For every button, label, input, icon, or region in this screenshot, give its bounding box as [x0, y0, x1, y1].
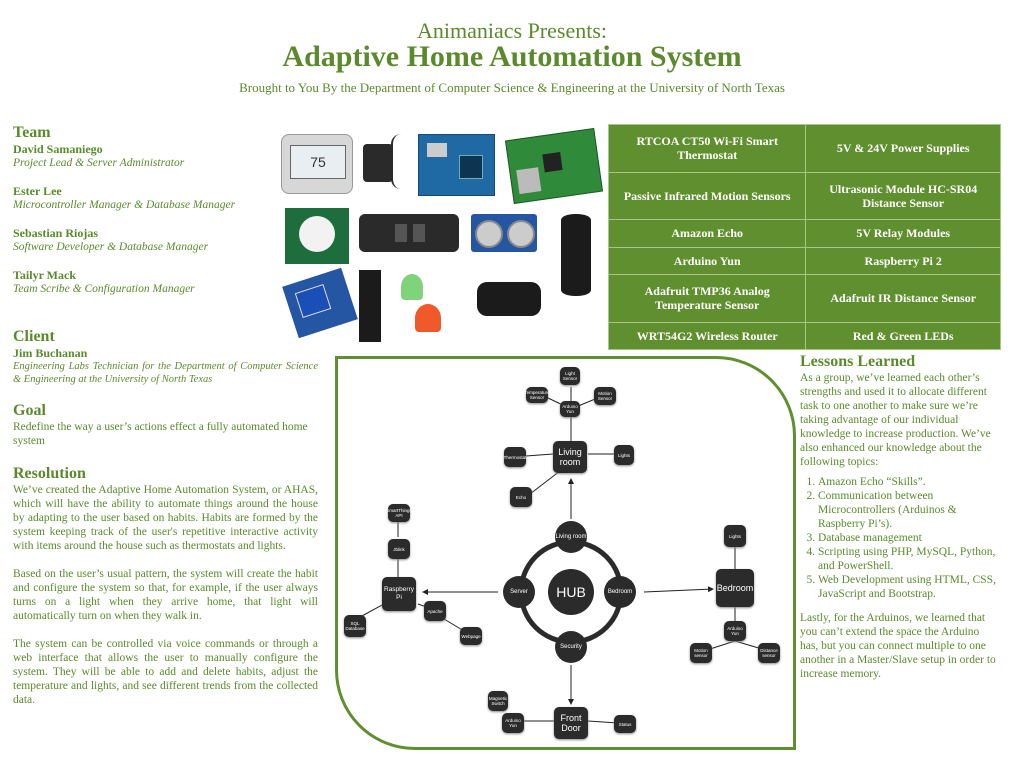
temperature-sensor-node: Temperature Sensor — [524, 387, 550, 403]
lessons-outro: Lastly, for the Arduinos, we learned tha… — [800, 612, 996, 680]
component-cell: Passive Infrared Motion Sensors — [607, 171, 807, 221]
green-led-image — [401, 274, 423, 300]
temperature-sensor-image — [359, 270, 381, 342]
goal-section: Goal Redefine the way a user’s actions e… — [13, 402, 318, 448]
relay-module-image — [282, 267, 358, 339]
hub-node: HUB — [548, 569, 594, 615]
team-member-role: Microcontroller Manager & Database Manag… — [13, 199, 236, 211]
front-door-arduino-node: Arduino Yun — [502, 713, 524, 733]
red-led-image — [415, 304, 441, 332]
list-item: Web Development using HTML, CSS, JavaScr… — [818, 573, 1000, 601]
motion-sensor-node: Motion sensor — [690, 643, 712, 663]
lessons-section: Lessons Learned As a group, we’ve learne… — [800, 353, 1000, 681]
ring-node-living-room: Living room — [555, 521, 587, 553]
team-member-name: David Samaniego — [13, 142, 103, 156]
thermostat-node: Thermostat — [504, 447, 526, 467]
team-heading: Team — [13, 124, 51, 141]
team-member-name: Sebastian Riojas — [13, 226, 99, 240]
lessons-list: Amazon Echo “Skills”. Communication betw… — [800, 475, 1000, 601]
component-cell: Adafruit TMP36 Analog Temperature Sensor — [607, 273, 807, 323]
light-sensor-node: Light Sensor — [560, 367, 580, 385]
ir-distance-sensor-image — [359, 214, 459, 252]
arduino-yun-node: Arduino Yun — [560, 401, 580, 417]
table-row: Passive Infrared Motion Sensors Ultrason… — [607, 171, 1001, 221]
resolution-section: Resolution We’ve created the Adaptive Ho… — [13, 465, 318, 707]
component-cell: WRT54G2 Wireless Router — [607, 321, 807, 351]
motion-sensor-image — [285, 208, 349, 264]
webpage-node: Webpage — [460, 627, 482, 645]
team-section: Team David Samaniego Project Lead & Serv… — [13, 124, 273, 310]
power-supply-image — [363, 144, 393, 182]
component-cell: Amazon Echo — [607, 219, 807, 248]
ring-node-bedroom: Bedroom — [604, 576, 636, 608]
list-item: Communication between Microcontrollers (… — [818, 489, 1000, 531]
jblink-node: Jblink — [388, 539, 410, 559]
table-row: Amazon Echo 5V Relay Modules — [607, 219, 1001, 248]
poster-subtitle: Brought to You By the Department of Comp… — [239, 80, 785, 95]
list-item: Scripting using PHP, MySQL, Python, and … — [818, 545, 1000, 573]
power-cable-image — [391, 134, 413, 189]
component-cell: Raspberry Pi 2 — [805, 246, 1001, 275]
bedroom-arduino-node: Arduino Yun — [724, 621, 746, 641]
table-row: Adafruit TMP36 Analog Temperature Sensor… — [607, 273, 1001, 323]
component-cell: 5V Relay Modules — [805, 219, 1001, 248]
team-member-role: Team Scribe & Configuration Manager — [13, 283, 195, 295]
system-diagram: HUB Living room Bedroom Security Server … — [335, 356, 796, 750]
thermostat-image: 75 — [281, 134, 353, 194]
ring-node-server: Server — [503, 576, 535, 608]
sql-database-node: SQL Database — [344, 615, 366, 637]
status-node: Status — [614, 715, 636, 733]
ring-node-security: Security — [555, 631, 587, 663]
distance-sensor-node: Distance sensor — [758, 643, 780, 663]
magnetic-switch-node: Magnetic Switch — [488, 691, 508, 711]
echo-node: Echo — [510, 487, 532, 507]
team-member-role: Project Lead & Server Administrator — [13, 157, 185, 169]
resolution-paragraph: The system can be controlled via voice c… — [13, 638, 318, 706]
resolution-paragraph: Based on the user’s usual pattern, the s… — [13, 568, 318, 622]
team-member-name: Ester Lee — [13, 184, 62, 198]
ultrasonic-sensor-image — [471, 214, 537, 252]
raspberry-pi-node: Raspberry Pi — [382, 577, 416, 611]
component-cell: RTCOA CT50 Wi-Fi Smart Thermostat — [607, 124, 807, 173]
list-item: Amazon Echo “Skills”. — [818, 475, 1000, 489]
amazon-echo-image — [561, 214, 591, 296]
apache-node: Apache — [424, 601, 446, 621]
poster-title: Adaptive Home Automation System — [282, 40, 742, 73]
arduino-yun-image — [418, 134, 495, 196]
front-door-node: Front Door — [554, 707, 588, 739]
lessons-heading: Lessons Learned — [800, 353, 916, 370]
bedroom-node: Bedroom — [716, 569, 754, 607]
table-row: Arduino Yun Raspberry Pi 2 — [607, 246, 1001, 275]
resolution-paragraph: We’ve created the Adaptive Home Automati… — [13, 484, 318, 552]
goal-text: Redefine the way a user’s actions effect… — [13, 421, 308, 447]
lights-node: Lights — [614, 445, 634, 465]
pre-title: Animaniacs Presents: — [416, 18, 608, 43]
resolution-heading: Resolution — [13, 465, 86, 482]
component-cell: 5V & 24V Power Supplies — [805, 124, 1001, 173]
bedroom-lights-node: Lights — [724, 525, 746, 547]
component-cell: Arduino Yun — [607, 246, 807, 275]
living-room-node: Living room — [553, 441, 587, 473]
component-cell: Red & Green LEDs — [805, 321, 1001, 351]
client-role: Engineering Labs Technician for the Depa… — [13, 361, 318, 385]
goal-heading: Goal — [13, 402, 46, 419]
product-images: 75 — [273, 124, 604, 350]
component-cell: Adafruit IR Distance Sensor — [805, 273, 1001, 323]
client-heading: Client — [13, 328, 55, 345]
team-member-name: Tailyr Mack — [13, 268, 77, 282]
client-name: Jim Buchanan — [13, 346, 88, 360]
client-section: Client Jim Buchanan Engineering Labs Tec… — [13, 328, 318, 400]
list-item: Database management — [818, 531, 1000, 545]
wireless-router-image — [477, 282, 541, 316]
smartthings-api-node: SmartThings API — [386, 504, 412, 522]
component-cell: Ultrasonic Module HC-SR04 Distance Senso… — [805, 171, 1001, 221]
motion-sensor-node: Motion Sensor — [594, 387, 616, 405]
table-row: RTCOA CT50 Wi-Fi Smart Thermostat 5V & 2… — [607, 124, 1001, 173]
components-table: RTCOA CT50 Wi-Fi Smart Thermostat 5V & 2… — [607, 124, 1001, 351]
lessons-intro: As a group, we’ve learned each other’s s… — [800, 372, 991, 468]
raspberry-pi-image — [504, 128, 604, 204]
team-member-role: Software Developer & Database Manager — [13, 241, 209, 253]
thermostat-display: 75 — [290, 145, 346, 179]
table-row: WRT54G2 Wireless Router Red & Green LEDs — [607, 321, 1001, 351]
